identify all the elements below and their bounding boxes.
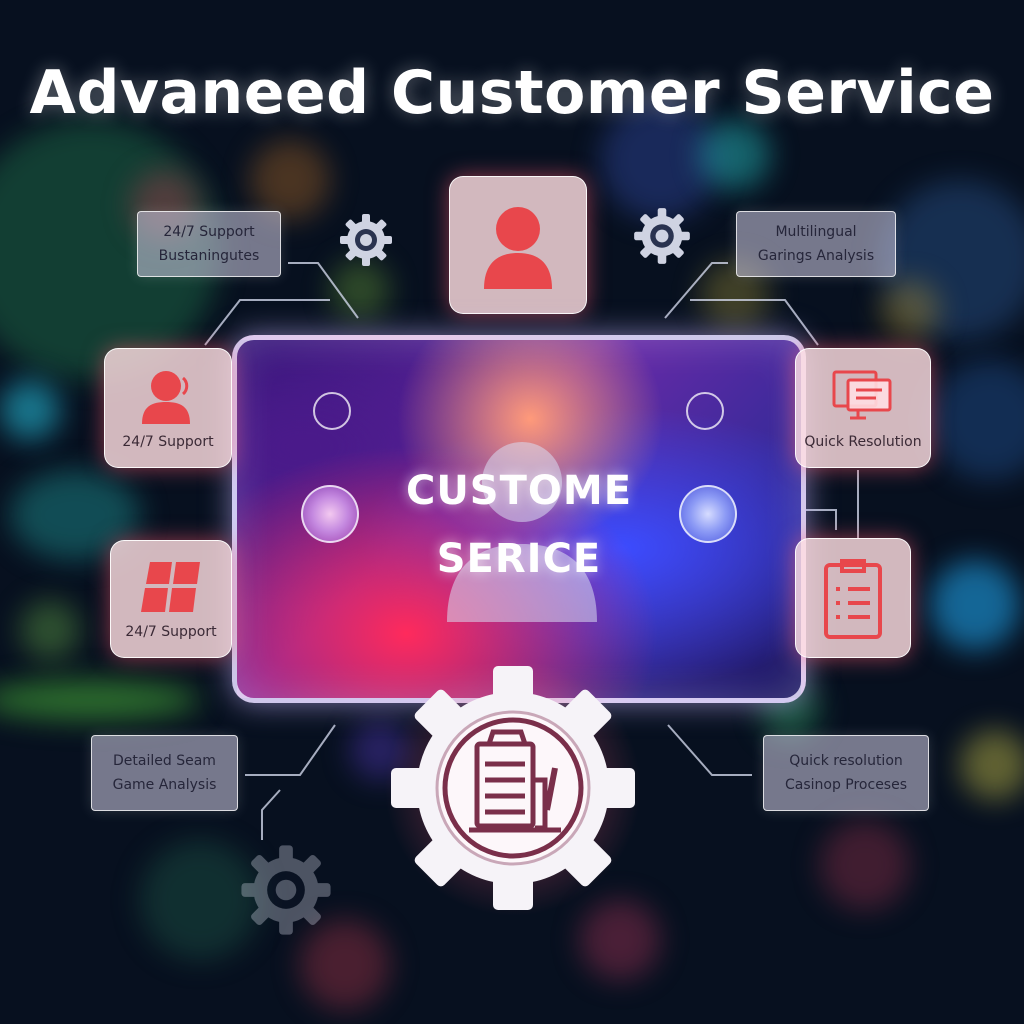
info-box-line: Casinop Proceses (784, 777, 908, 793)
card-label: 24/7 Support (125, 624, 217, 640)
settings-gear-icon (385, 660, 641, 916)
info-box-game-analysis: Detailed Seam Game Analysis (91, 735, 238, 811)
connector-node (686, 392, 724, 430)
card-support-panels: 24/7 Support (110, 540, 232, 658)
clipboard-list-icon (824, 559, 882, 639)
user-avatar-icon (484, 207, 552, 289)
connector-node (679, 485, 737, 543)
card-support-agent: 24/7 Support (104, 348, 232, 468)
info-box-multilingual: Multilingual Garings Analysis (736, 211, 896, 277)
card-quick-resolution: Quick Resolution (795, 348, 931, 468)
gear-icon (340, 214, 392, 266)
screen-text-line2: SERICE (436, 536, 602, 582)
info-box-support: 24/7 Support Bustaningutes (137, 211, 281, 277)
gear-icon (241, 845, 331, 935)
user-silhouette-icon (447, 442, 597, 622)
info-box-line: Garings Analysis (757, 248, 875, 264)
card-label: 24/7 Support (122, 434, 214, 450)
info-box-line: Quick resolution (789, 753, 903, 769)
monitor-chat-icon (832, 370, 892, 420)
connector-node (313, 392, 351, 430)
info-box-line: Game Analysis (112, 777, 217, 793)
info-box-line: 24/7 Support (163, 224, 255, 240)
page-title: Advaneed Customer Service (29, 58, 995, 128)
customer-service-screen: CUSTOME SERICE (232, 335, 806, 703)
info-box-line: Multilingual (775, 224, 857, 240)
document-stack-icon (469, 729, 561, 833)
info-box-line: Detailed Seam (113, 753, 216, 769)
screen-text-line1: CUSTOME (405, 468, 633, 514)
card-label: Quick Resolution (804, 434, 922, 450)
window-panels-icon (141, 562, 200, 612)
gear-icon (634, 208, 690, 264)
card-checklist (795, 538, 911, 658)
info-box-quick-resolution: Quick resolution Casinop Proceses (763, 735, 929, 811)
connector-node (301, 485, 359, 543)
info-box-line: Bustaningutes (158, 248, 260, 264)
card-user (449, 176, 587, 314)
headset-agent-icon (142, 371, 190, 424)
